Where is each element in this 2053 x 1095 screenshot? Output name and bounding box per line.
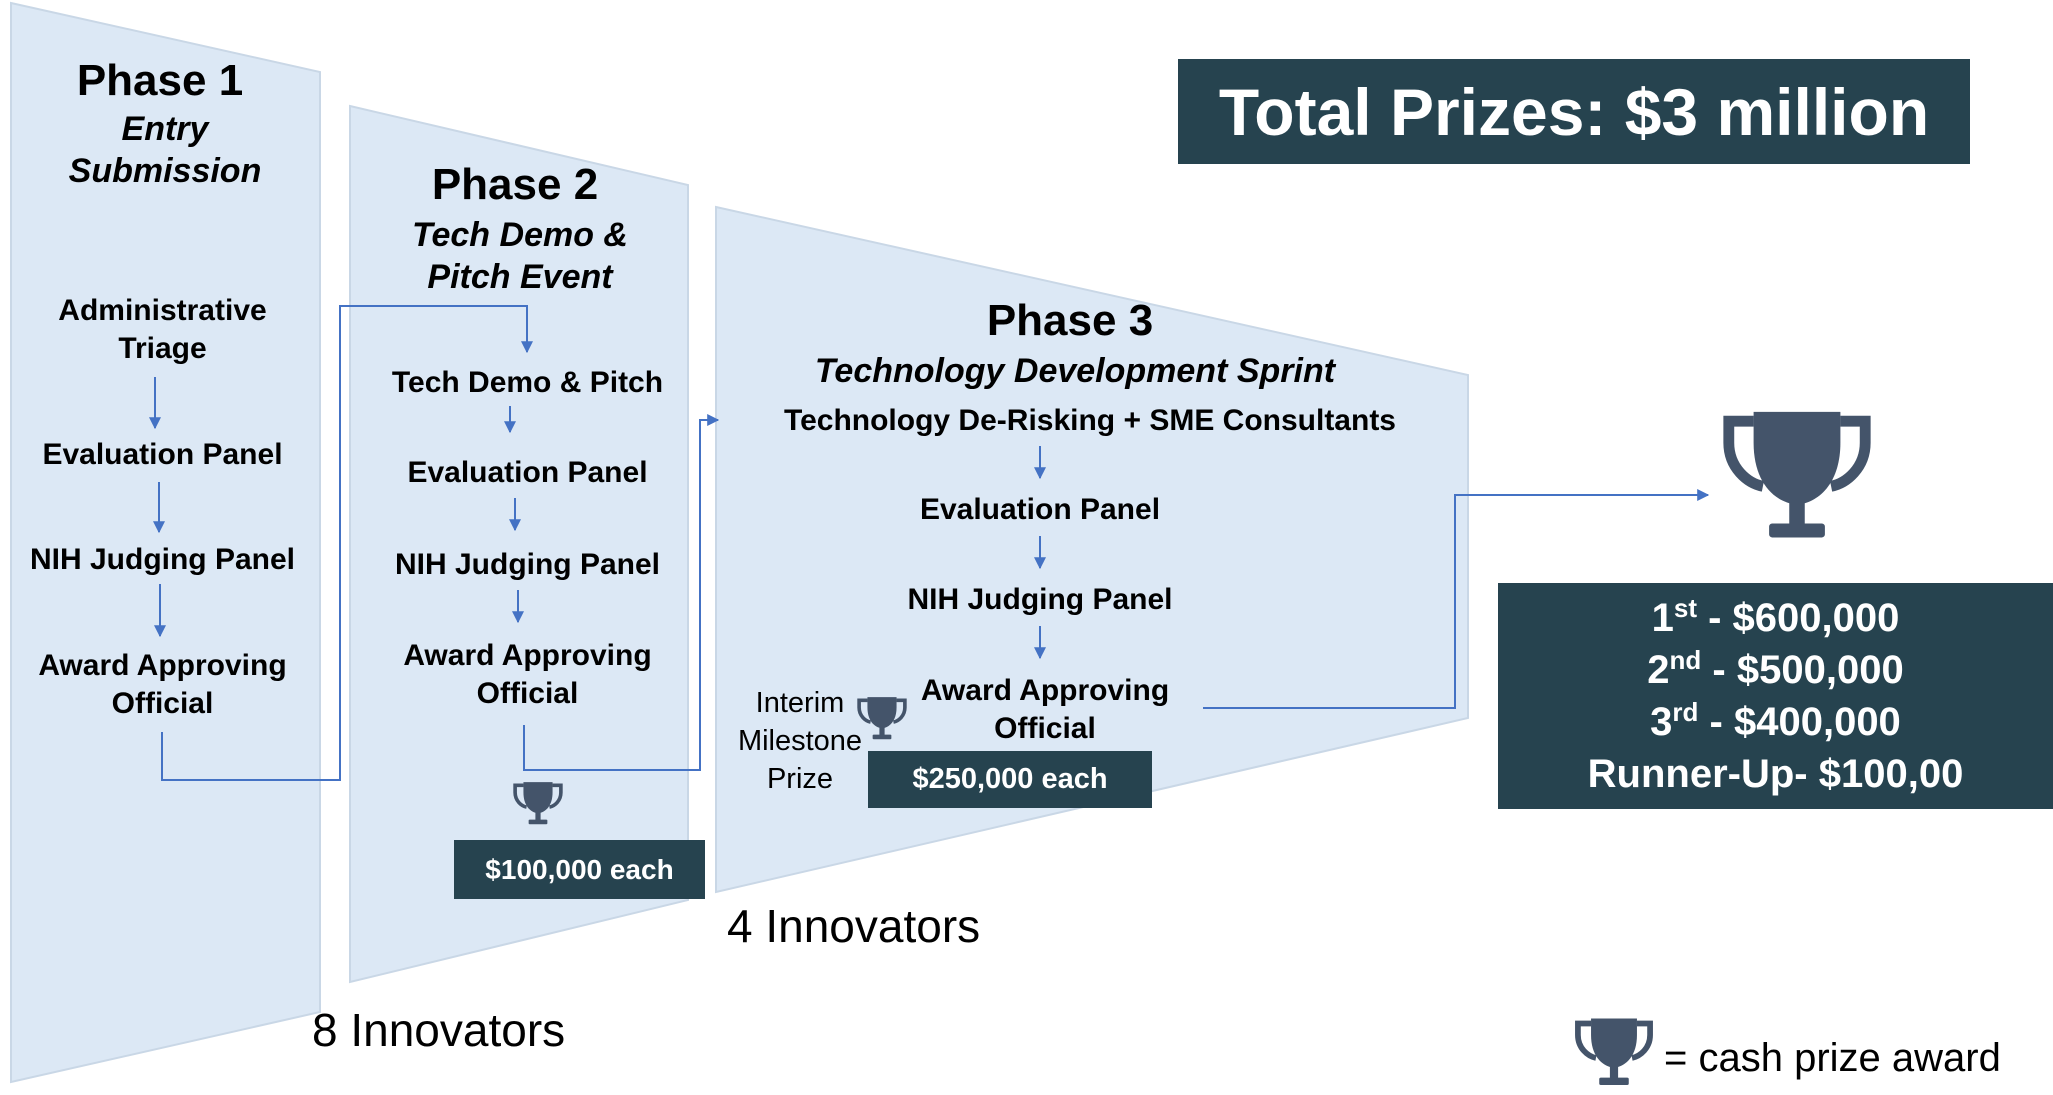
phase-3-step-derisking: Technology De-Risking + SME Consultants (783, 404, 1396, 437)
phase-3-step-award-line-1: Award Approving (920, 674, 1170, 707)
phase-3-subtitle: Technology Development Sprint (814, 352, 1336, 390)
final-prize-row: 1st - $600,000 (1651, 593, 1900, 640)
phase-1-subtitle-line-2: Submission (68, 152, 262, 190)
phase-2-step-evaluation: Evaluation Panel (407, 456, 648, 489)
phase-3-prize-box: $250,000 each (868, 751, 1152, 808)
phase-1-step-award-line-1: Award Approving (38, 649, 287, 682)
phase-2-step-demo-pitch: Tech Demo & Pitch (391, 366, 664, 399)
phase-2-prize-text: $100,000 each (485, 853, 674, 885)
phase-2-innovators: 8 Innovators (312, 1004, 566, 1056)
connector-phase1-to-phase2 (161, 305, 533, 781)
final-trophy-icon (1729, 412, 1865, 538)
final-prize-row: Runner-Up- $100,00 (1587, 752, 1964, 796)
phase-2-panel (349, 104, 689, 984)
phase-2-step-judging: NIH Judging Panel (394, 548, 661, 581)
phase-1-subtitle-line-1: Entry (121, 110, 209, 148)
phase-1-step-triage-line-2: Triage (118, 332, 207, 365)
phase-2-step-award-line-2: Official (476, 677, 579, 710)
phase-1-step-evaluation: Evaluation Panel (42, 438, 283, 471)
final-prize-row: 2nd - $500,000 (1647, 645, 1904, 692)
phase-1-step-triage-line-1: Administrative (58, 294, 267, 327)
connector-phase2-to-phase3 (523, 414, 720, 771)
final-prizes-box: 1st - $600,000 2nd - $500,000 3rd - $400… (1498, 583, 2053, 809)
phase-3-prize-text: $250,000 each (912, 763, 1108, 795)
phase-2-subtitle-line-1: Tech Demo & (411, 216, 628, 254)
phase-1-panel (10, 1, 321, 1084)
phase-3-step-award-line-2: Official (994, 712, 1096, 745)
legend-text: = cash prize award (1664, 1036, 2001, 1080)
phase-1-title: Phase 1 (76, 56, 244, 105)
phase-1-step-award-line-2: Official (111, 687, 214, 720)
phase-3-title: Phase 3 (986, 296, 1154, 345)
phase-2-subtitle-line-2: Pitch Event (427, 258, 613, 296)
interim-label-line-3: Prize (766, 763, 834, 795)
phase-3-panel (715, 205, 1469, 894)
interim-label-line-2: Milestone (737, 725, 863, 757)
total-prizes-banner: Total Prizes: $3 million (1178, 59, 1970, 164)
final-prize-row: 3rd - $400,000 (1650, 697, 1901, 744)
phase-2-step-award-line-1: Award Approving (403, 639, 652, 672)
phase-3-step-evaluation: Evaluation Panel (919, 493, 1161, 526)
phase-3-innovators: 4 Innovators (727, 900, 981, 952)
phase-2-prize-box: $100,000 each (454, 840, 705, 899)
phase-2-title: Phase 2 (431, 160, 599, 209)
phase-3-step-judging: NIH Judging Panel (907, 583, 1173, 616)
total-prizes-text: Total Prizes: $3 million (1218, 74, 1930, 149)
legend-trophy-icon (1578, 1019, 1650, 1085)
phase-1-flow-arrows (149, 377, 166, 638)
phase-2-flow-arrows (504, 406, 524, 624)
phase-1-step-judging: NIH Judging Panel (29, 543, 296, 576)
connector-phase3-to-final (1203, 489, 1710, 709)
interim-label-line-1: Interim (755, 687, 845, 719)
